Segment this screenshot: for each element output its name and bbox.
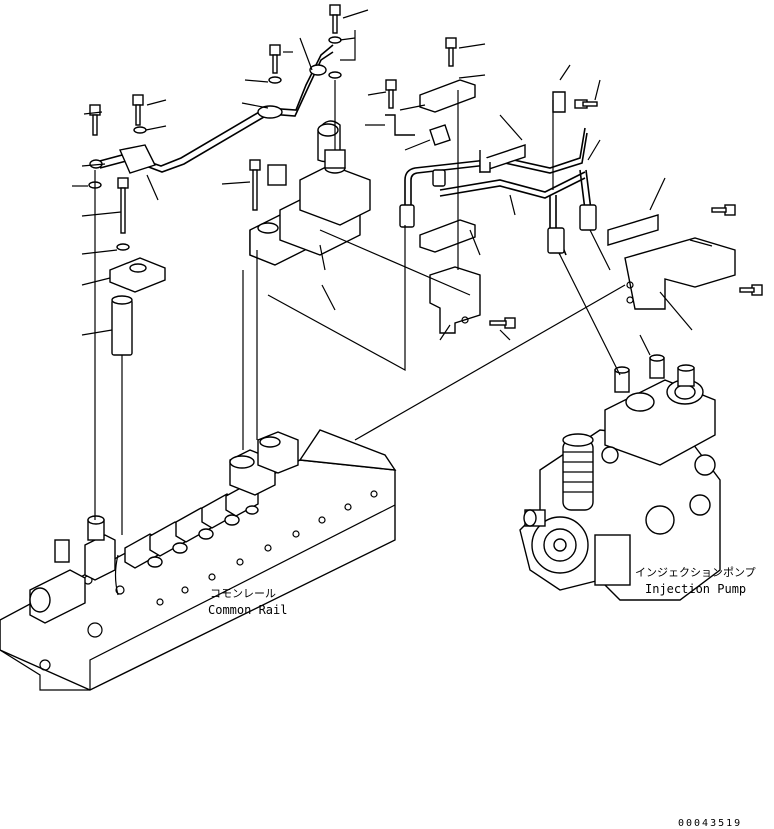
rail-mounting-holes: [39, 490, 378, 671]
bolt-2: [269, 44, 281, 74]
rail-end-fittings: [29, 515, 116, 624]
common-rail-label-jp: コモンレール: [210, 587, 276, 600]
pump-head: [604, 354, 716, 466]
injection-pump-label: Injection Pump: [645, 582, 746, 596]
return-pipe: [89, 44, 334, 174]
high-pressure-pipes: [399, 127, 597, 256]
bolt-11: [739, 284, 763, 296]
common-rail-label: Common Rail: [208, 603, 287, 617]
bolt-3: [445, 37, 457, 67]
rail-outlets: [124, 483, 259, 569]
bolt-12: [489, 317, 516, 329]
callout-leaders: [72, 9, 713, 356]
bolt-9: [574, 99, 598, 109]
injection-pump-label-jp: インジェクションポンプ: [635, 566, 756, 579]
bolt-4: [385, 79, 397, 109]
bolt-8: [117, 177, 129, 234]
bolt-10: [711, 204, 736, 216]
pump-bellows: [562, 433, 594, 511]
plate-and-spacer: [109, 257, 166, 356]
bolt-5: [89, 104, 101, 136]
overflow-valve-assembly: [249, 120, 371, 266]
document-id: 00043519: [678, 818, 742, 829]
mounting-bracket-right: [624, 237, 736, 310]
bolts: [89, 4, 763, 329]
injection-pump: インジェクションポンプ Injection Pump: [519, 354, 756, 601]
rail-pressure-sensor: [229, 431, 299, 496]
bolt-6: [132, 94, 144, 126]
pipe-clamps: [385, 79, 659, 253]
bolt-7: [249, 159, 261, 211]
bolt-1: [329, 4, 341, 34]
assembly-lines: [94, 80, 626, 535]
washers: [88, 36, 342, 251]
common-rail: コモンレール Common Rail: [0, 429, 397, 691]
mounting-bracket-mid: [429, 266, 481, 334]
pump-gear-housing: [523, 446, 716, 586]
